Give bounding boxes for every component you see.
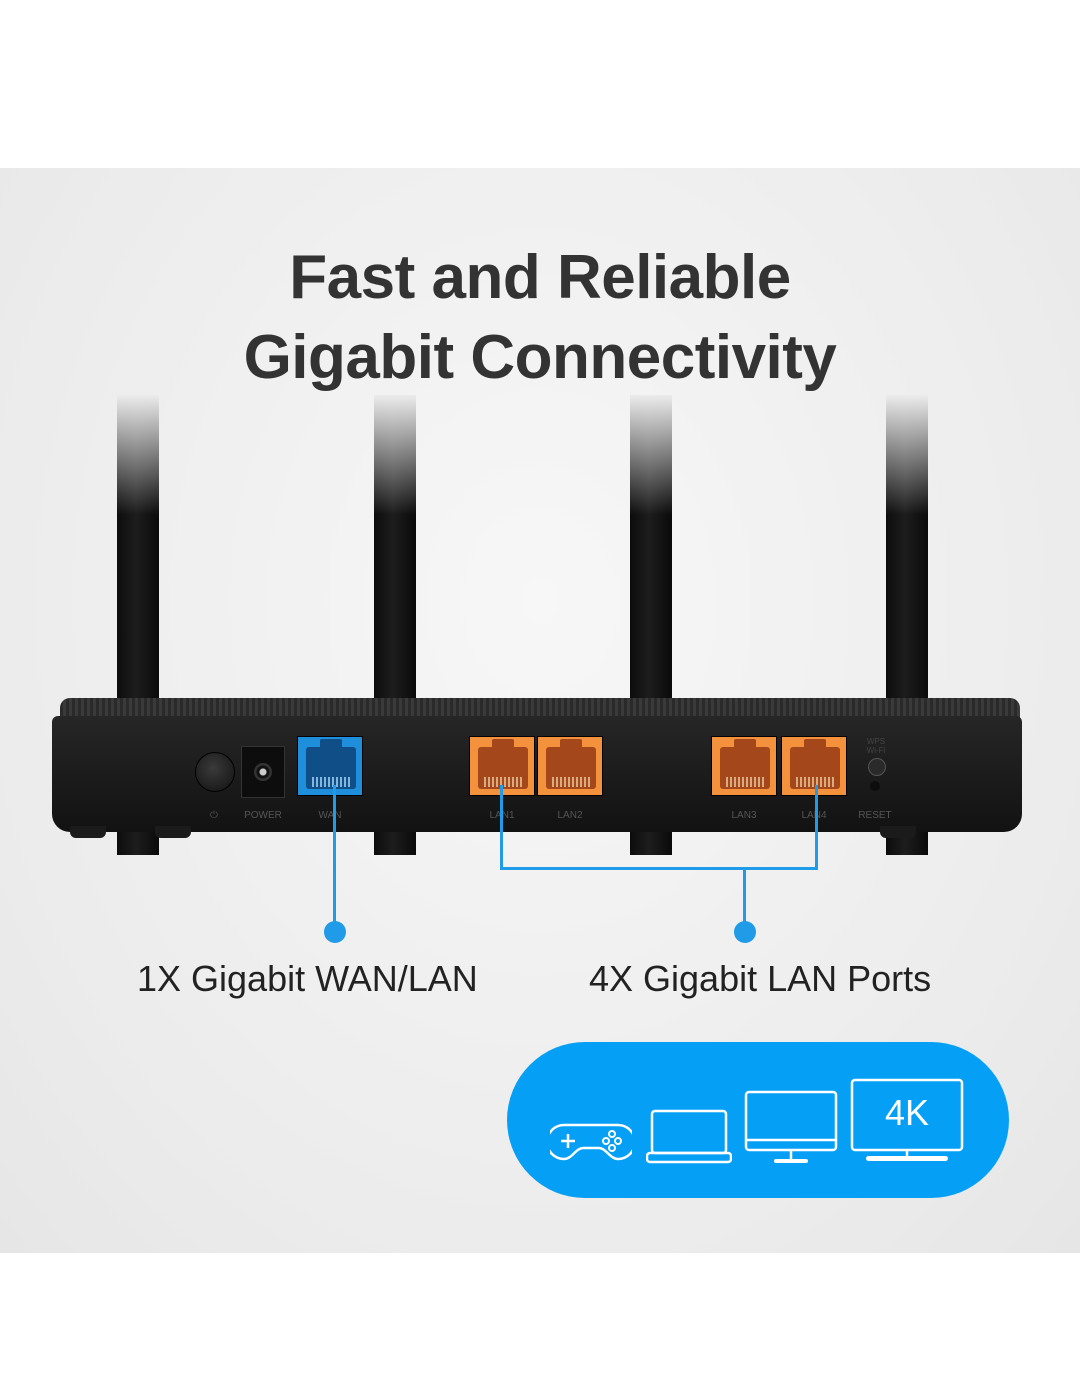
router-foot-left xyxy=(70,826,106,838)
headline-line-1: Fast and Reliable xyxy=(289,243,791,312)
lan-callout-dot xyxy=(734,921,756,943)
lan-callout-stem xyxy=(743,867,746,925)
laptop-icon xyxy=(646,1109,732,1164)
gamepad-icon xyxy=(550,1123,632,1161)
router-top-vent xyxy=(60,698,1020,720)
wps-wifi-button[interactable] xyxy=(868,758,886,776)
router-foot-right xyxy=(880,826,916,838)
port-lan4 xyxy=(781,736,847,796)
power-button[interactable] xyxy=(195,752,235,792)
lan-callout-line-right xyxy=(815,785,818,869)
wps-wifi-label: WPS Wi-Fi xyxy=(866,737,886,755)
tv-4k-label: 4K xyxy=(884,1092,930,1133)
port-lan1 xyxy=(469,736,535,796)
power-button-label: ⏻ xyxy=(210,810,218,821)
lan-caption: 4X Gigabit LAN Ports xyxy=(589,958,932,999)
reset-label: RESET xyxy=(858,810,892,821)
reset-button[interactable] xyxy=(870,781,880,791)
power-jack-label: POWER xyxy=(244,810,282,821)
router-foot xyxy=(155,826,191,838)
lan-callout-line-left xyxy=(500,785,503,869)
headline-line-2: Gigabit Connectivity xyxy=(243,323,837,392)
port-lan3 xyxy=(711,736,777,796)
port-wan-label: WAN xyxy=(318,810,342,821)
port-lan4-label: LAN4 xyxy=(801,810,827,821)
port-lan2-label: LAN2 xyxy=(557,810,583,821)
port-lan2 xyxy=(537,736,603,796)
wan-caption: 1X Gigabit WAN/LAN xyxy=(137,958,478,999)
power-jack xyxy=(241,746,285,798)
devices-pill: 4K xyxy=(507,1042,1009,1198)
monitor-icon xyxy=(744,1090,838,1163)
port-wan xyxy=(297,736,363,796)
tv-4k-icon xyxy=(850,1078,964,1161)
port-lan3-label: LAN3 xyxy=(731,810,757,821)
wan-callout-dot xyxy=(324,921,346,943)
wan-callout-line xyxy=(333,785,336,925)
lan-callout-bracket xyxy=(500,867,818,870)
